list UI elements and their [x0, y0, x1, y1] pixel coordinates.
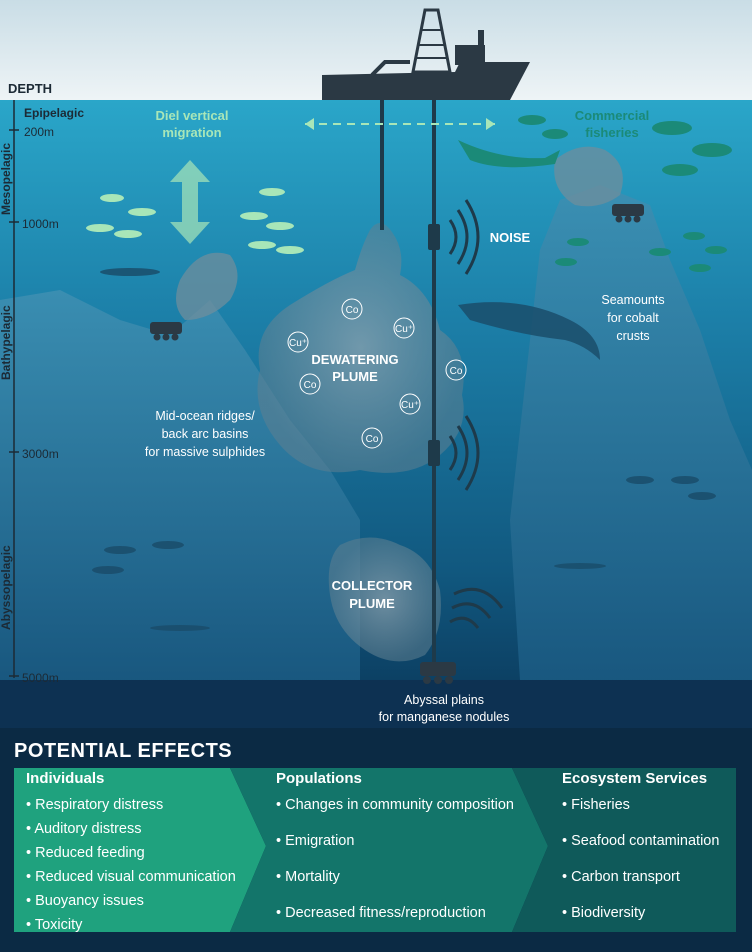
effects-column-individuals: Individuals Respiratory distress Auditor… [26, 770, 236, 937]
effect-item: Auditory distress [26, 817, 236, 841]
effects-column-ecosystem: Ecosystem Services Fisheries Seafood con… [562, 770, 719, 931]
ridge-plume [176, 252, 238, 320]
seamounts-label: Seamounts for cobalt crusts [601, 293, 664, 343]
column-heading: Ecosystem Services [562, 770, 708, 787]
svg-text:back arc basins: back arc basins [162, 427, 249, 441]
effects-title: POTENTIAL EFFECTS [14, 740, 233, 762]
ridges-label: Mid-ocean ridges/ back arc basins for ma… [145, 409, 265, 459]
dewatering-label: DEWATERING PLUME [311, 352, 398, 384]
svg-text:Commercial: Commercial [575, 108, 649, 123]
collector-vehicles [150, 204, 644, 684]
seamount-plume [554, 146, 623, 207]
particle-cu: Cu⁺ [289, 338, 307, 349]
metal-particles [287, 298, 467, 449]
fisheries-label: Commercial fisheries [575, 108, 649, 140]
vertical-migration-arrow [170, 160, 210, 244]
seamount [510, 185, 752, 680]
effect-item: Seafood contamination [562, 823, 719, 859]
effect-item: Mortality [276, 859, 514, 895]
commercial-fish [458, 115, 732, 272]
column-heading: Individuals [26, 770, 105, 787]
zone-bathypelagic: Bathypelagic [0, 305, 13, 380]
effect-item: Carbon transport [562, 859, 719, 895]
zone-epipelagic: Epipelagic [24, 106, 84, 120]
depth-mark-5000: 5000m [22, 671, 59, 685]
ocean-diagram: DEPTH Epipelagic Mesopelagic Bathypelagi… [0, 0, 752, 728]
svg-text:Diel vertical: Diel vertical [156, 108, 229, 123]
effect-item: Changes in community composition [276, 787, 514, 823]
svg-text:for manganese nodules: for manganese nodules [379, 710, 510, 724]
effect-item: Fisheries [562, 787, 719, 823]
effect-item: Reduced visual communication [26, 865, 236, 889]
effect-item: Biodiversity [562, 895, 719, 931]
effect-item: Emigration [276, 823, 514, 859]
seafloor [0, 680, 752, 728]
depth-mark-3000: 3000m [22, 447, 59, 461]
collector-plume [328, 537, 441, 662]
mid-ocean-ridge [0, 290, 360, 680]
svg-text:PLUME: PLUME [332, 369, 378, 384]
svg-text:PLUME: PLUME [349, 596, 395, 611]
svg-text:migration: migration [162, 125, 221, 140]
pump-module [428, 224, 440, 250]
effect-item: Decreased fitness/reproduction [276, 895, 514, 931]
particle-cu: Cu⁺ [401, 400, 419, 411]
particle-co: Co [366, 434, 379, 445]
particle-cu: Cu⁺ [395, 324, 413, 335]
dewatering-plume [257, 222, 464, 473]
depth-mark-1000: 1000m [22, 217, 59, 231]
svg-text:Abyssal plains: Abyssal plains [404, 693, 484, 707]
svg-text:Seamounts: Seamounts [601, 293, 664, 307]
noise-label: NOISE [490, 230, 531, 245]
svg-text:Mid-ocean ridges/: Mid-ocean ridges/ [155, 409, 255, 423]
particle-co: Co [346, 305, 359, 316]
depth-scale: DEPTH Epipelagic Mesopelagic Bathypelagi… [0, 81, 84, 685]
zone-mesopelagic: Mesopelagic [0, 143, 13, 215]
svg-text:crusts: crusts [616, 329, 649, 343]
pump-module [428, 440, 440, 466]
effect-item: Respiratory distress [26, 793, 236, 817]
svg-text:for cobalt: for cobalt [607, 311, 659, 325]
depth-mark-200: 200m [24, 125, 54, 139]
effect-item: Buoyancy issues [26, 889, 236, 913]
zone-abyssopelagic: Abyssopelagic [0, 545, 13, 630]
particle-co: Co [450, 366, 463, 377]
abyssal-label: Abyssal plains for manganese nodules [379, 693, 510, 724]
particle-co: Co [304, 380, 317, 391]
noise-waves [448, 199, 504, 629]
column-heading: Populations [276, 770, 362, 787]
effects-column-populations: Populations Changes in community composi… [276, 770, 514, 931]
diel-label: Diel vertical migration [156, 108, 229, 140]
depth-title: DEPTH [8, 81, 52, 96]
svg-text:fisheries: fisheries [585, 125, 638, 140]
mesopelagic-fish [86, 188, 304, 254]
return-pipe [380, 100, 384, 230]
collector-label: COLLECTOR PLUME [332, 578, 413, 611]
effect-item: Toxicity [26, 913, 236, 937]
mining-ship [322, 8, 530, 100]
potential-effects-panel: POTENTIAL EFFECTS Individuals Respirator… [0, 728, 752, 952]
deep-sea-fauna [92, 268, 716, 631]
particle-labels: Co Cu⁺ Cu⁺ Co Co Cu⁺ Co [289, 305, 463, 445]
effect-item: Reduced feeding [26, 841, 236, 865]
svg-text:DEWATERING: DEWATERING [311, 352, 398, 367]
riser-pipe [432, 100, 436, 665]
svg-text:COLLECTOR: COLLECTOR [332, 578, 413, 593]
svg-text:for massive sulphides: for massive sulphides [145, 445, 265, 459]
